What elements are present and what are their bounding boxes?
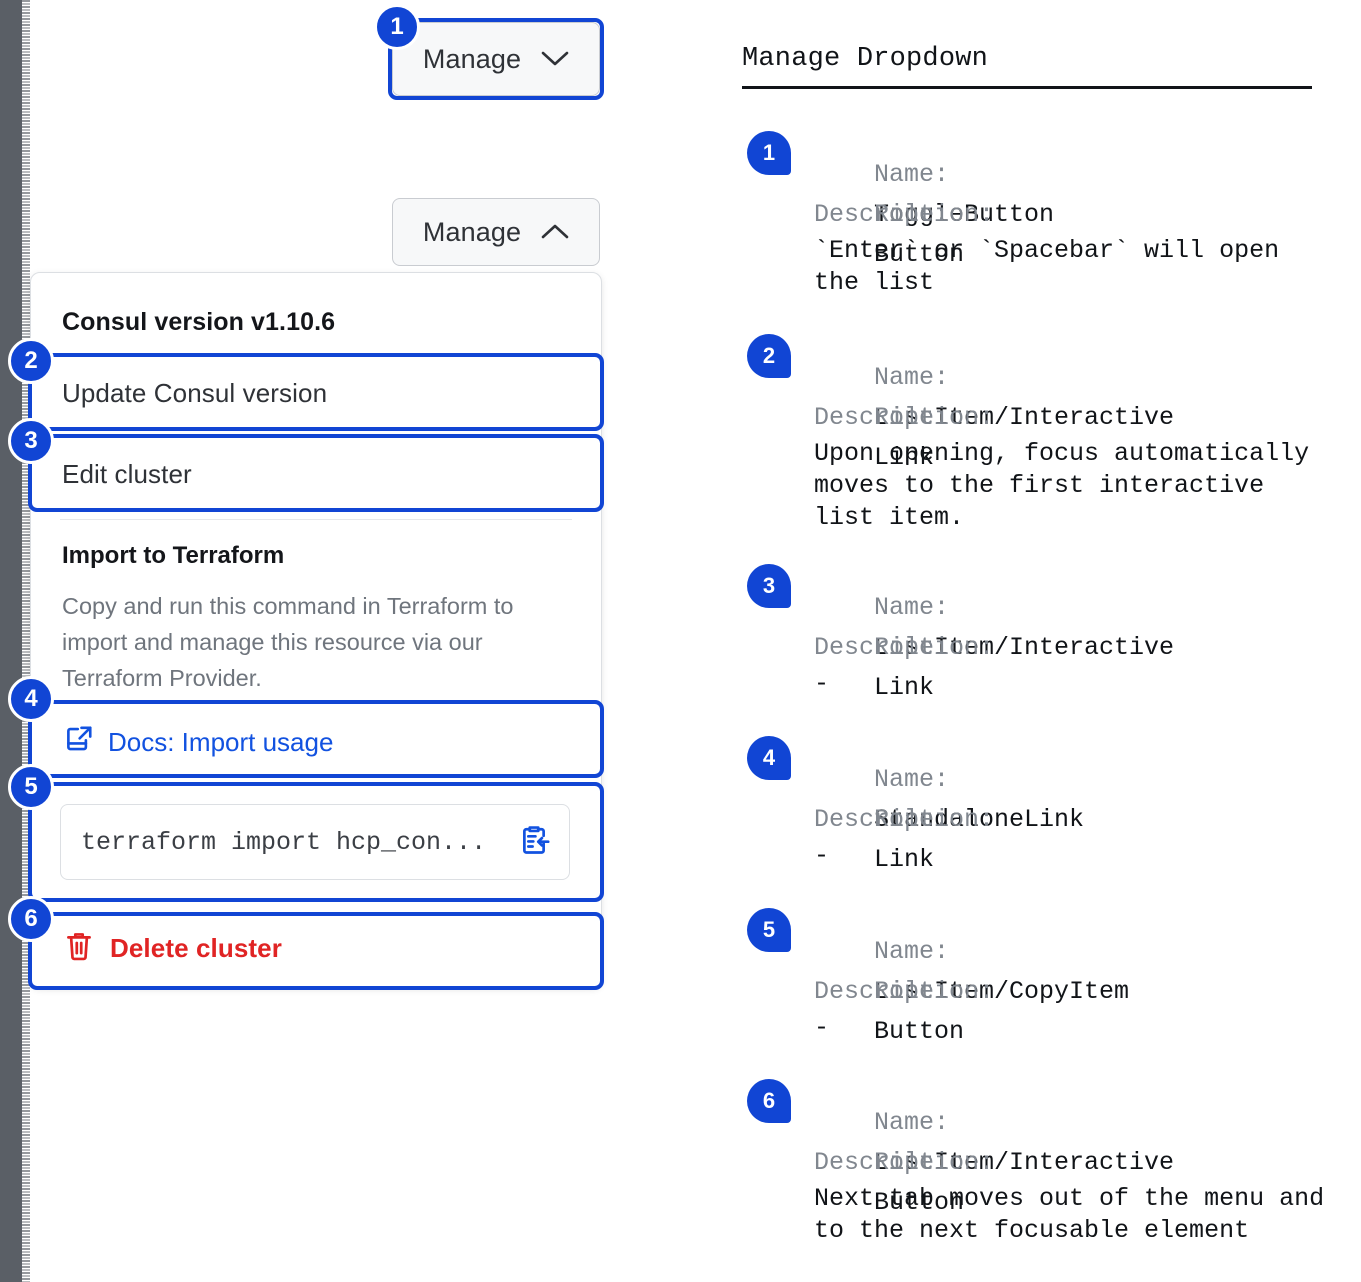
left-gutter-strip	[0, 0, 22, 1282]
terraform-section-title: Import to Terraform	[62, 542, 285, 569]
annotation-role-label: Role:	[874, 403, 950, 432]
annotation-badge-1: 1	[747, 131, 791, 175]
annotation-description-value-4: -	[814, 841, 830, 870]
annotation-description-label: Description:	[814, 200, 995, 229]
annotation-name-value-5: ListItem/CopyItem	[874, 977, 1130, 1006]
annotation-description-label: Description:	[814, 805, 995, 834]
terraform-command-text: terraform import hcp_con...	[81, 827, 487, 857]
trash-icon	[64, 930, 94, 967]
annotation-description-value-3: -	[814, 669, 830, 698]
annotation-role-label: Role:	[874, 1148, 950, 1177]
left-gutter-texture	[22, 0, 30, 1282]
docs-import-usage-link[interactable]: Docs: Import usage	[64, 724, 333, 761]
chevron-down-icon	[541, 44, 569, 75]
annotation-badge-3: 3	[747, 564, 791, 608]
annotation-role-label: Role:	[874, 200, 950, 229]
annotation-name-value-6: ListItem/Interactive	[874, 1148, 1175, 1177]
manage-toggle-button-expanded[interactable]: Manage	[392, 198, 600, 266]
annotation-description-label: Description:	[814, 1148, 995, 1177]
badge-marker-2: 2	[8, 338, 54, 384]
annotation-badge-6: 6	[747, 1079, 791, 1123]
badge-marker-6: 6	[8, 896, 54, 942]
annotation-name-label: Name:	[874, 937, 950, 966]
annotation-name-value-4: StandaloneLink	[874, 805, 1085, 834]
manage-toggle-label-expanded: Manage	[422, 216, 522, 247]
badge-marker-4: 4	[8, 676, 54, 722]
annotation-name-label: Name:	[874, 160, 950, 189]
annotation-badge-2: 2	[747, 334, 791, 378]
annotation-name-value-3: ListItem/Interactive	[874, 633, 1175, 662]
annotation-name-value-1: ToggleButton	[874, 200, 1055, 229]
annotation-role-value-4: Link	[874, 845, 935, 874]
annotation-role-label: Role:	[874, 633, 950, 662]
annotation-role-value-6: Button	[874, 1188, 965, 1217]
annotation-role-label: Role:	[874, 977, 950, 1006]
chevron-up-icon	[541, 217, 569, 248]
annotation-description-label: Description:	[814, 633, 995, 662]
annotation-name-label: Name:	[874, 363, 950, 392]
menu-item-update-consul-version[interactable]: Update Consul version	[62, 378, 328, 408]
annotation-description-value-2: Upon opening, focus automatically moves …	[814, 439, 1310, 532]
docs-link-label: Docs: Import usage	[108, 727, 334, 757]
external-link-docs-icon	[64, 724, 94, 761]
badge-marker-1: 1	[374, 4, 420, 50]
badge-marker-3: 3	[8, 418, 54, 464]
annotation-description-value-1: `Enter` or `Spacebar` will open the list	[814, 236, 1280, 297]
manage-toggle-button-collapsed[interactable]: Manage	[392, 22, 600, 96]
annotation-badge-4: 4	[747, 736, 791, 780]
annotations-title-rule	[742, 86, 1312, 89]
menu-item-edit-cluster[interactable]: Edit cluster	[62, 459, 192, 489]
annotation-role-value-5: Button	[874, 1017, 965, 1046]
delete-cluster-label: Delete cluster	[110, 933, 282, 963]
annotation-name-value-2: ListItem/Interactive	[874, 403, 1175, 432]
annotation-role-label: Role:	[874, 805, 950, 834]
terraform-command-copy-field[interactable]: terraform import hcp_con...	[60, 804, 570, 880]
annotation-description-label: Description:	[814, 977, 995, 1006]
annotation-role-value-1: Button	[874, 240, 965, 269]
terraform-section-description: Copy and run this command in Terraform t…	[62, 593, 514, 691]
badge-marker-5: 5	[8, 764, 54, 810]
clipboard-import-icon[interactable]	[517, 823, 551, 862]
annotations-panel-title: Manage Dropdown	[742, 44, 989, 74]
annotation-description-label: Description:	[814, 403, 995, 432]
delete-cluster-item[interactable]: Delete cluster	[64, 930, 282, 967]
annotation-description-value-5: -	[814, 1013, 830, 1042]
annotation-name-label: Name:	[874, 1108, 950, 1137]
annotation-role-value-2: Link	[874, 443, 935, 472]
annotation-role-value-3: Link	[874, 673, 935, 702]
annotation-name-label: Name:	[874, 593, 950, 622]
dropdown-version-header: Consul version v1.10.6	[62, 308, 336, 336]
manage-toggle-label: Manage	[422, 43, 522, 74]
annotation-name-label: Name:	[874, 765, 950, 794]
annotation-description-value-6: Next tab moves out of the menu and to th…	[814, 1184, 1325, 1245]
menu-divider	[60, 519, 572, 520]
annotation-badge-5: 5	[747, 908, 791, 952]
